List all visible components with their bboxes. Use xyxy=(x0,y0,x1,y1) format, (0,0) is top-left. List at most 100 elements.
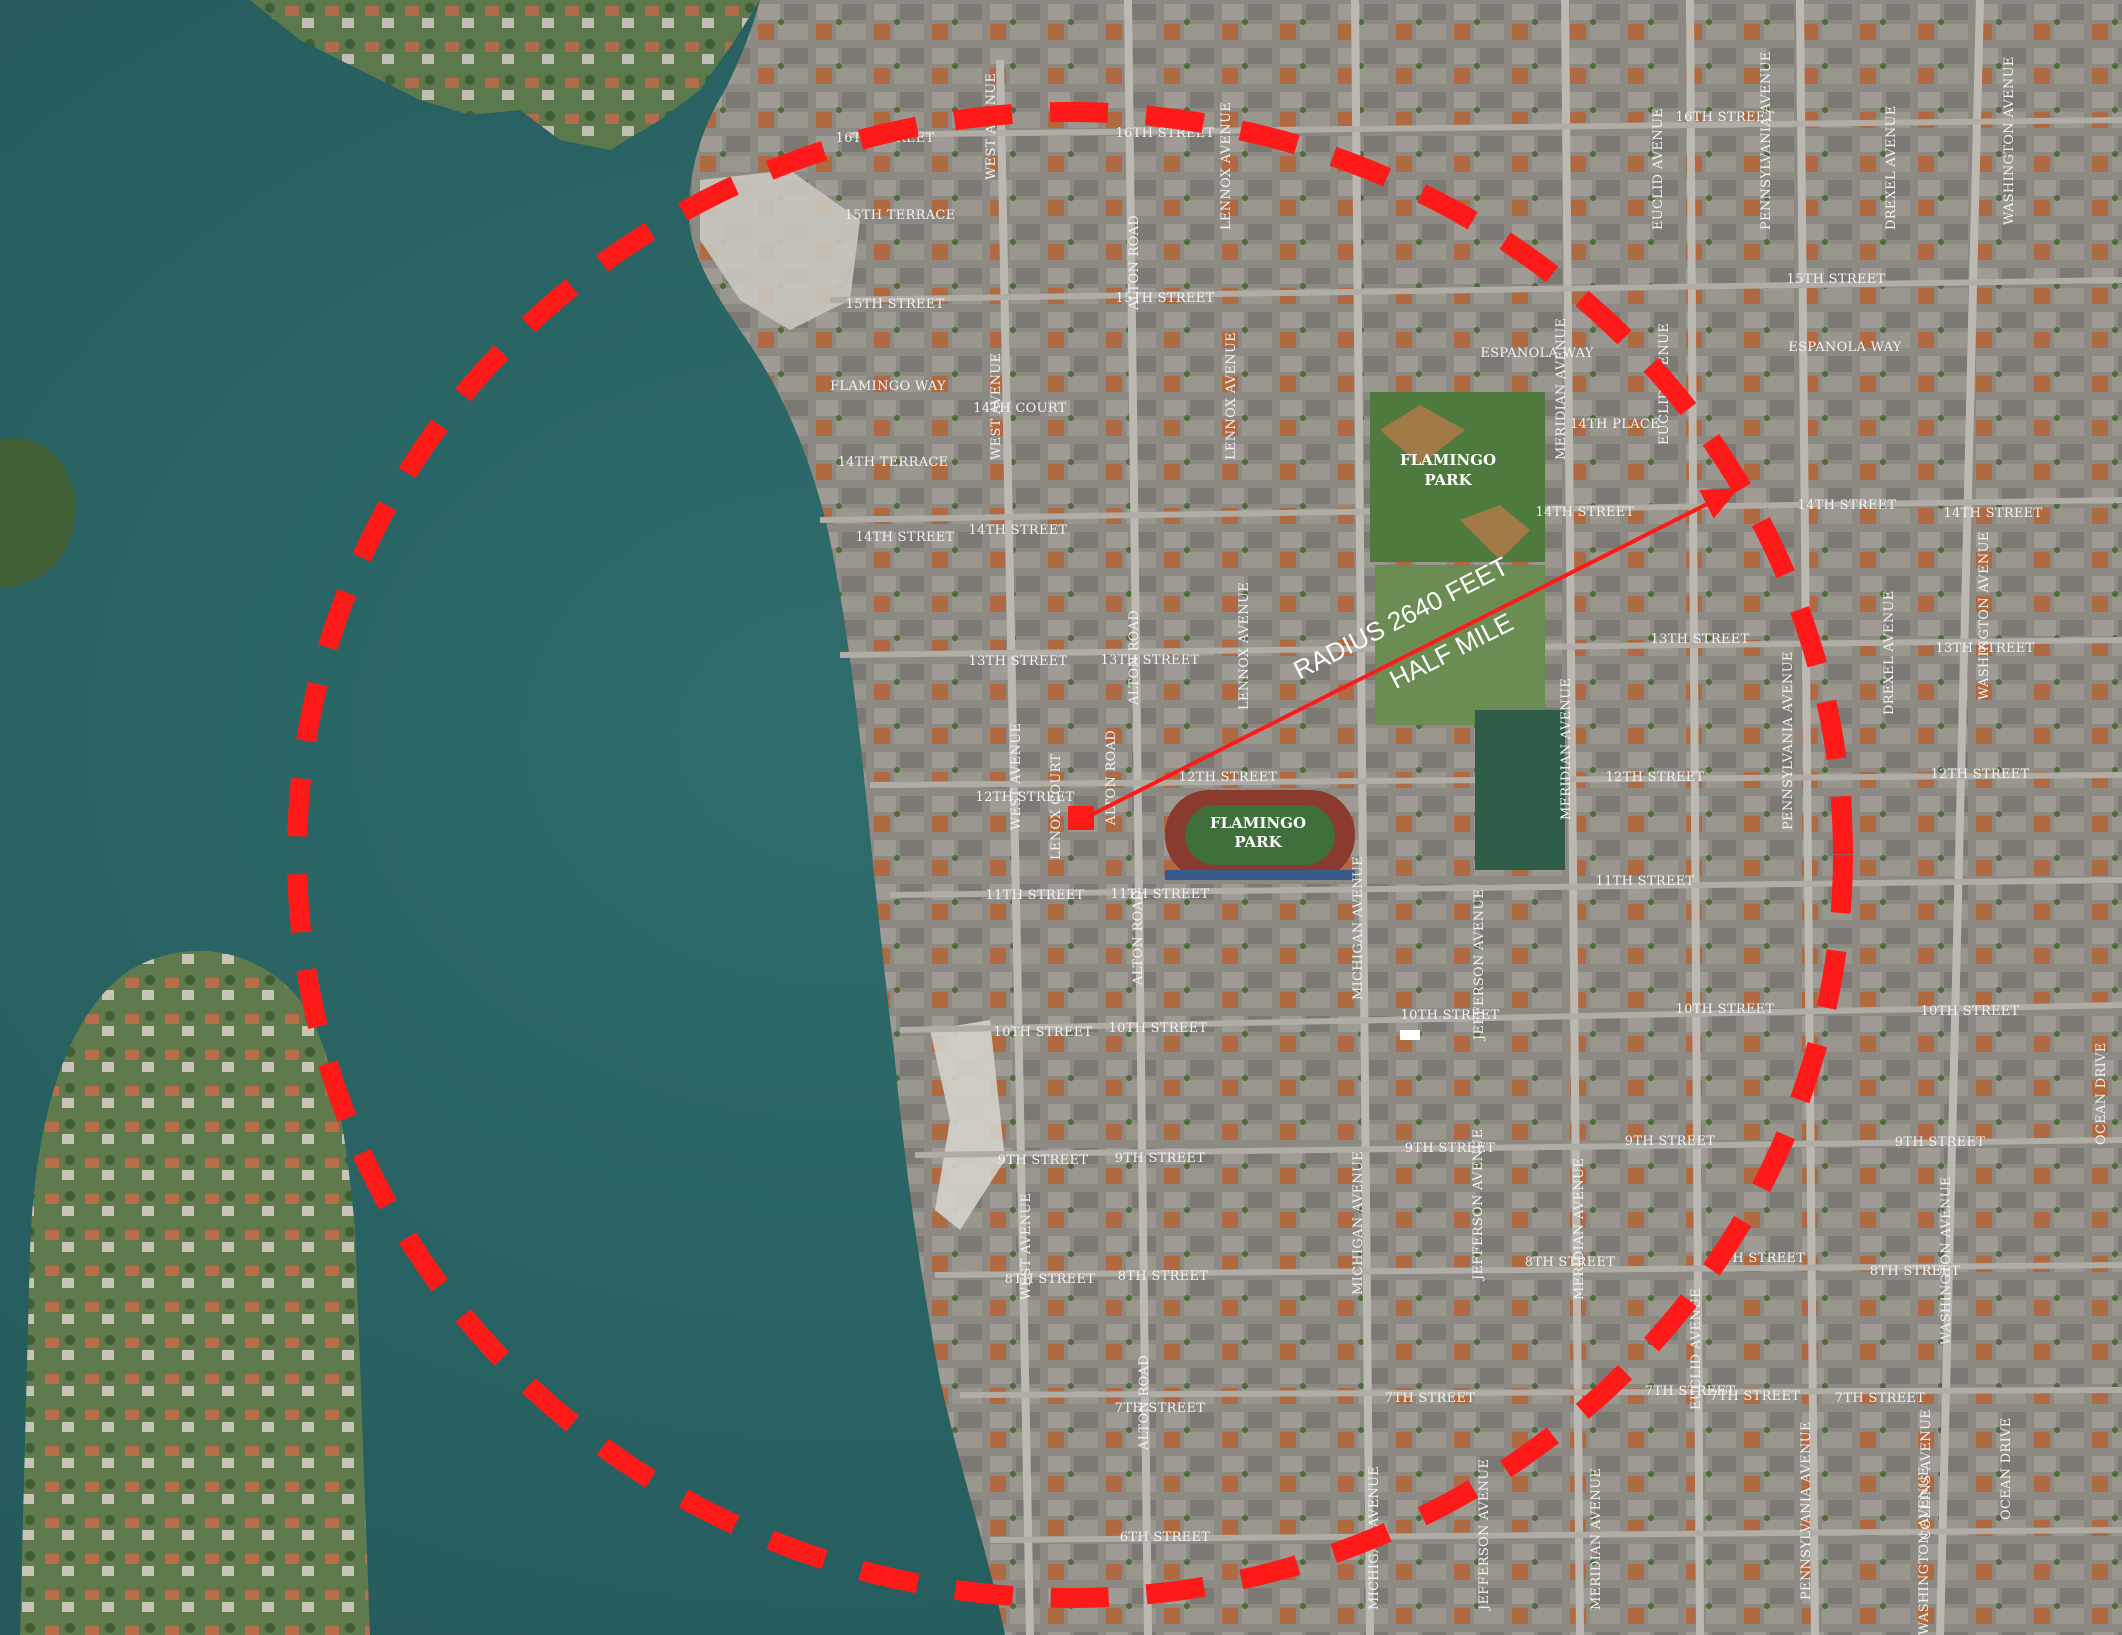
street-label: 14TH COURT xyxy=(973,401,1067,416)
radius-origin-marker xyxy=(1068,806,1094,830)
street-label: ALTON ROAD xyxy=(1104,730,1119,826)
north-island xyxy=(250,0,760,150)
street-label: 7TH STREET xyxy=(1710,1389,1800,1404)
street-label: 7TH STREET xyxy=(1115,1401,1205,1416)
street-label: EUCLID AVENUE xyxy=(1689,1288,1704,1410)
street-label: ESPANOLA WAY xyxy=(1788,340,1901,355)
street-label: 12TH STREET xyxy=(976,790,1075,805)
street-label: MICHIGAN AVENUE xyxy=(1351,1151,1366,1295)
street-label: 14TH STREET xyxy=(969,523,1068,538)
street-label: 7TH STREET xyxy=(1835,1391,1925,1406)
flamingo-park-north xyxy=(1370,392,1565,870)
street-label: 9TH STREET xyxy=(1115,1151,1205,1166)
street-label: 7TH STREET xyxy=(1645,1384,1735,1399)
street-label: MERIDIAN AVENUE xyxy=(1572,1158,1587,1300)
street-label: 6TH STREET xyxy=(1120,1530,1210,1545)
street-label: WASHINGTON AVENUE xyxy=(1977,531,1992,700)
street-label: 13TH STREET xyxy=(1101,653,1200,668)
street-label: 15TH STREET xyxy=(1116,291,1215,306)
street-label: OCEAN DRIVE xyxy=(2094,1042,2109,1145)
street-label: LENOX COURT xyxy=(1049,754,1064,860)
street-label: WEST AVENUE xyxy=(1009,723,1024,830)
street-label: 14TH PLACE xyxy=(1570,417,1660,432)
shoreline-towers xyxy=(700,170,860,330)
park-label-line1: FLAMINGO xyxy=(1400,451,1496,469)
street-label: 14TH STREET xyxy=(1798,498,1897,513)
street-label: 10TH STREET xyxy=(1109,1021,1208,1036)
street-label: 12TH STREET xyxy=(1606,770,1705,785)
street-label: 8TH STREET xyxy=(1870,1264,1960,1279)
street-label: 15TH TERRACE xyxy=(845,208,956,223)
street-label: 14TH STREET xyxy=(1536,505,1635,520)
street-label: 12TH STREET xyxy=(1931,767,2030,782)
street-label: ALTON ROAD xyxy=(1127,215,1142,311)
street-label: ALTON ROAD xyxy=(1137,1355,1152,1451)
street-label: 15TH STREET xyxy=(846,297,945,312)
street-label: 14TH TERRACE xyxy=(838,455,949,470)
street-label: EUCLID AVENUE xyxy=(1651,108,1666,230)
street-label: 12TH STREET xyxy=(1179,770,1278,785)
street-label: OCEAN DRIVE xyxy=(1999,1417,2014,1520)
street-label: WASHINGTON AVENUE xyxy=(1917,1466,1932,1635)
street-label: WEST AVENUE xyxy=(989,353,1004,460)
street-label: 9TH STREET xyxy=(1895,1135,1985,1150)
street-label: 10TH STREET xyxy=(1676,1002,1775,1017)
street-label: 13TH STREET xyxy=(1936,641,2035,656)
west-islet xyxy=(0,438,76,588)
street-label: 16TH STREET xyxy=(1676,110,1775,125)
street-label: 8TH STREET xyxy=(1005,1272,1095,1287)
radius-circle xyxy=(287,102,1853,1608)
street-label: MERIDIAN AVENUE xyxy=(1554,318,1569,460)
street-label: PENNSYLVANIA AVENUE xyxy=(1781,651,1796,830)
street-label: 11TH STREET xyxy=(1111,887,1210,902)
street-label: ALTON ROAD xyxy=(1131,890,1146,986)
park-label-line1: FLAMINGO xyxy=(1210,814,1306,832)
street-label: 11TH STREET xyxy=(1596,874,1695,889)
park-label-stadium: FLAMINGO PARK xyxy=(1210,814,1306,851)
street-label: 14TH STREET xyxy=(856,530,955,545)
street-label: LENNOX AVENUE xyxy=(1219,102,1234,230)
street-label: 10TH STREET xyxy=(1401,1008,1500,1023)
street-label: ESPANOLA WAY xyxy=(1480,346,1593,361)
street-label: 7TH STREET xyxy=(1385,1391,1475,1406)
street-label: WEST AVENUE xyxy=(1019,1193,1034,1300)
park-label-line2: PARK xyxy=(1234,833,1282,851)
street-label: MERIDIAN AVENUE xyxy=(1559,678,1574,820)
street-label: 8TH STREET xyxy=(1118,1269,1208,1284)
street-label: JEFFERSON AVENUE xyxy=(1471,1129,1486,1282)
radius-arrow xyxy=(1084,488,1739,820)
street-label: WASHINGTON AVENUE xyxy=(2002,56,2017,225)
street-label: 9TH STREET xyxy=(1625,1134,1715,1149)
flamingo-park-stadium xyxy=(1165,790,1355,880)
street-label: 11TH STREET xyxy=(986,888,1085,903)
street-label: MICHIGAN AVENUE xyxy=(1351,856,1366,1000)
street-label: PENNSYLVANIA AVENUE xyxy=(1759,51,1774,230)
street-label: MERIDIAN AVENUE xyxy=(1589,1468,1604,1610)
park-label-north: FLAMINGO PARK xyxy=(1400,451,1496,489)
street-label: JEFFERSON AVENUE xyxy=(1477,1459,1492,1612)
park-label-line2: PARK xyxy=(1424,471,1472,489)
street-label: 13TH STREET xyxy=(969,654,1068,669)
street-label: 10TH STREET xyxy=(994,1025,1093,1040)
street-label: ALTON ROAD xyxy=(1127,610,1142,706)
street-label: 9TH STREET xyxy=(998,1153,1088,1168)
street-label: 13TH STREET xyxy=(1651,632,1750,647)
street-label: PENNSYLVANIA AVENUE xyxy=(1799,1421,1814,1600)
miami-beach-land xyxy=(689,0,2122,1635)
street-label: COLLINS AVENUE xyxy=(1919,1409,1934,1540)
street-label: DREXEL AVENUE xyxy=(1884,105,1899,230)
street-label: 8TH STREET xyxy=(1715,1251,1805,1266)
street-label: 8TH STREET xyxy=(1525,1255,1615,1270)
street-label: LENNOX AVENUE xyxy=(1237,582,1252,710)
south-island xyxy=(20,950,370,1635)
street-label: FLAMINGO WAY xyxy=(830,379,946,394)
street-label: 9TH STREET xyxy=(1405,1141,1495,1156)
street-label: JEFFERSON AVENUE xyxy=(1472,889,1487,1042)
street-label: LENNOX AVENUE xyxy=(1224,332,1239,460)
street-label: WASHINGTON AVENUE xyxy=(1939,1176,1954,1345)
avenue-roads xyxy=(996,0,1984,1635)
street-label: 10TH STREET xyxy=(1921,1004,2020,1019)
street-label: WEST AVENUE xyxy=(984,73,999,180)
